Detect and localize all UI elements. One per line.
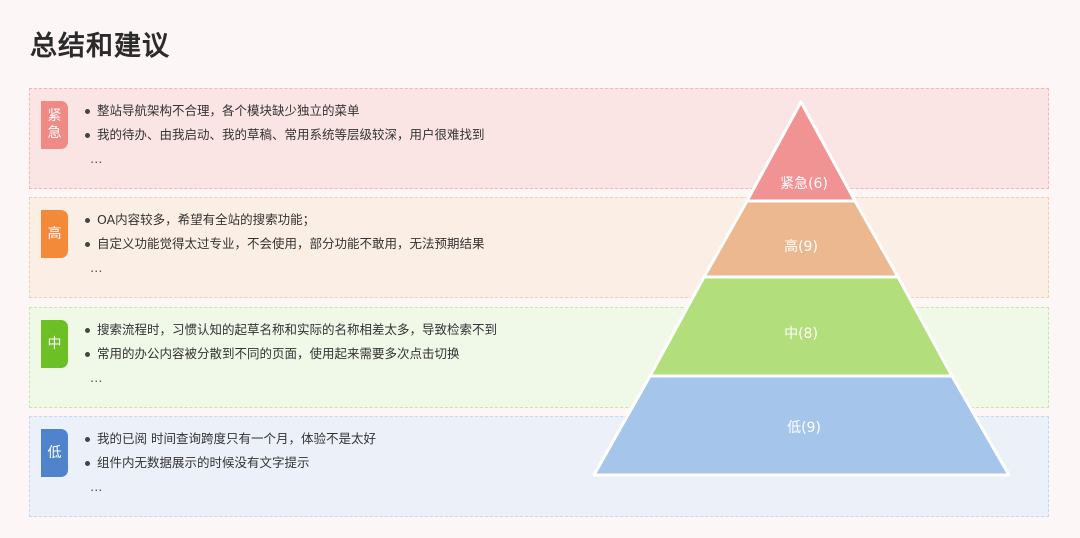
band-urgent: 紧急 整站导航架构不合理，各个模块缺少独立的菜单 我的待办、由我启动、我的草稿、… bbox=[29, 88, 1049, 189]
bullet-icon bbox=[85, 437, 90, 442]
item-text: 我的待办、由我启动、我的草稿、常用系统等层级较深，用户很难找到 bbox=[97, 127, 485, 142]
bullet-icon bbox=[85, 109, 90, 114]
tag-urgent: 紧急 bbox=[41, 101, 68, 149]
list-item: 常用的办公内容被分散到不同的页面，使用起来需要多次点击切换 bbox=[84, 346, 497, 370]
item-text: 搜索流程时，习惯认知的起草名称和实际的名称相差太多，导致检索不到 bbox=[97, 322, 498, 337]
high-item-list: OA内容较多，希望有全站的搜索功能； 自定义功能觉得太过专业，不会使用，部分功能… bbox=[84, 212, 485, 284]
urgent-item-list: 整站导航架构不合理，各个模块缺少独立的菜单 我的待办、由我启动、我的草稿、常用系… bbox=[84, 103, 485, 175]
low-item-list: 我的已阅 时间查询跨度只有一个月，体验不是太好 组件内无数据展示的时候没有文字提… bbox=[84, 431, 376, 503]
item-text: OA内容较多，希望有全站的搜索功能； bbox=[97, 212, 316, 227]
list-item: OA内容较多，希望有全站的搜索功能； bbox=[84, 212, 485, 236]
item-text: 常用的办公内容被分散到不同的页面，使用起来需要多次点击切换 bbox=[97, 346, 460, 361]
more-ellipsis: … bbox=[90, 260, 103, 275]
bullet-icon bbox=[85, 328, 90, 333]
item-text: 组件内无数据展示的时候没有文字提示 bbox=[97, 455, 310, 470]
list-item: 整站导航架构不合理，各个模块缺少独立的菜单 bbox=[84, 103, 485, 127]
list-item: 组件内无数据展示的时候没有文字提示 bbox=[84, 455, 376, 479]
list-item: 我的待办、由我启动、我的草稿、常用系统等层级较深，用户很难找到 bbox=[84, 127, 485, 151]
list-item: 我的已阅 时间查询跨度只有一个月，体验不是太好 bbox=[84, 431, 376, 455]
bullet-icon bbox=[85, 218, 90, 223]
tag-low: 低 bbox=[41, 429, 68, 477]
tag-mid: 中 bbox=[41, 320, 68, 368]
pyramid-layer-low bbox=[592, 374, 1011, 477]
item-text: 自定义功能觉得太过专业，不会使用，部分功能不敢用，无法预期结果 bbox=[97, 236, 485, 251]
mid-item-list: 搜索流程时，习惯认知的起草名称和实际的名称相差太多，导致检索不到 常用的办公内容… bbox=[84, 322, 497, 394]
more-ellipsis: … bbox=[90, 479, 103, 494]
pyramid-layer-mid bbox=[648, 275, 954, 378]
tag-high: 高 bbox=[41, 210, 68, 258]
bullet-icon bbox=[85, 133, 90, 138]
item-text: 整站导航架构不合理，各个模块缺少独立的菜单 bbox=[97, 103, 360, 118]
bullet-icon bbox=[85, 352, 90, 357]
list-item: 搜索流程时，习惯认知的起草名称和实际的名称相差太多，导致检索不到 bbox=[84, 322, 497, 346]
more-ellipsis: … bbox=[90, 151, 103, 166]
list-item: 自定义功能觉得太过专业，不会使用，部分功能不敢用，无法预期结果 bbox=[84, 236, 485, 260]
item-text: 我的已阅 时间查询跨度只有一个月，体验不是太好 bbox=[97, 431, 376, 446]
more-ellipsis: … bbox=[90, 370, 103, 385]
page-title: 总结和建议 bbox=[30, 31, 170, 62]
bullet-icon bbox=[85, 461, 90, 466]
bullet-icon bbox=[85, 242, 90, 247]
